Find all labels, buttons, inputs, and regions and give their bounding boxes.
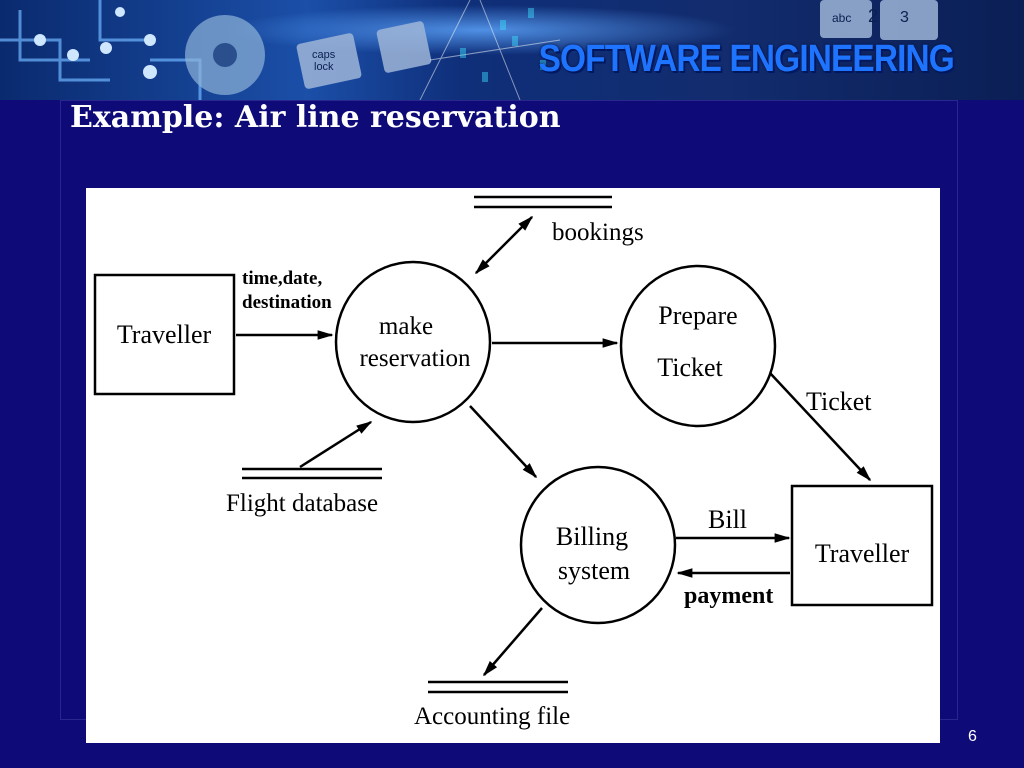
ticket-flow-arrow — [769, 372, 872, 482]
slide-title: Example: Air line reservation — [70, 100, 561, 135]
accounting-file-label: Accounting file — [414, 703, 570, 730]
header-banner: caps lock abc 2 3 SOFTWARE ENGINEERING — [0, 0, 1024, 100]
brand-title: SOFTWARE ENGINEERING — [538, 38, 955, 80]
circuit-board-banner-image: caps lock abc 2 3 — [0, 0, 1024, 100]
ticket-flow-label: Ticket — [806, 387, 872, 416]
traveller-source-box — [93, 273, 236, 396]
billing-system-line1: Billing — [556, 522, 628, 551]
key-3-label: 3 — [900, 9, 909, 26]
prepare-ticket-line2: Ticket — [657, 353, 723, 382]
prepare-ticket-process — [619, 264, 777, 428]
traveller-source-label: Traveller — [117, 320, 212, 349]
traveller-sink-label: Traveller — [815, 539, 910, 568]
bookings-label: bookings — [552, 219, 644, 246]
prepare-ticket-line1: Prepare — [658, 301, 737, 330]
flight-database-flow-arrow — [299, 420, 373, 469]
dfd-diagram: Traveller Traveller make reservation Pre… — [93, 195, 934, 730]
page-number: 6 — [968, 728, 977, 745]
request-flow-label-line2: destination — [242, 292, 332, 313]
billing-system-line2: system — [558, 556, 630, 585]
bill-flow-label: Bill — [708, 505, 747, 534]
bookings-flow-arrow — [474, 215, 534, 275]
make-reservation-line2: reservation — [359, 345, 471, 372]
payment-flow-label: payment — [684, 583, 773, 609]
accounting-flow-arrow — [482, 607, 543, 677]
dfd-figure: Traveller Traveller make reservation Pre… — [86, 188, 940, 743]
request-flow-label-line1: time,date, — [242, 268, 322, 289]
key-lock-label: lock — [314, 61, 334, 73]
accounting-file-store — [428, 680, 568, 694]
key-caps-label: caps — [312, 49, 336, 61]
make-reservation-process — [334, 260, 492, 424]
bookings-store — [474, 195, 612, 209]
flight-database-store — [242, 467, 382, 480]
billing-system-process — [519, 465, 677, 625]
make-reservation-line1: make — [379, 313, 433, 340]
key-2-label: 2 — [868, 6, 878, 26]
reservation-to-billing-arrow — [469, 405, 538, 479]
flight-database-label: Flight database — [226, 490, 378, 517]
key-abc-label: abc — [832, 11, 851, 25]
traveller-sink-box — [790, 484, 934, 607]
